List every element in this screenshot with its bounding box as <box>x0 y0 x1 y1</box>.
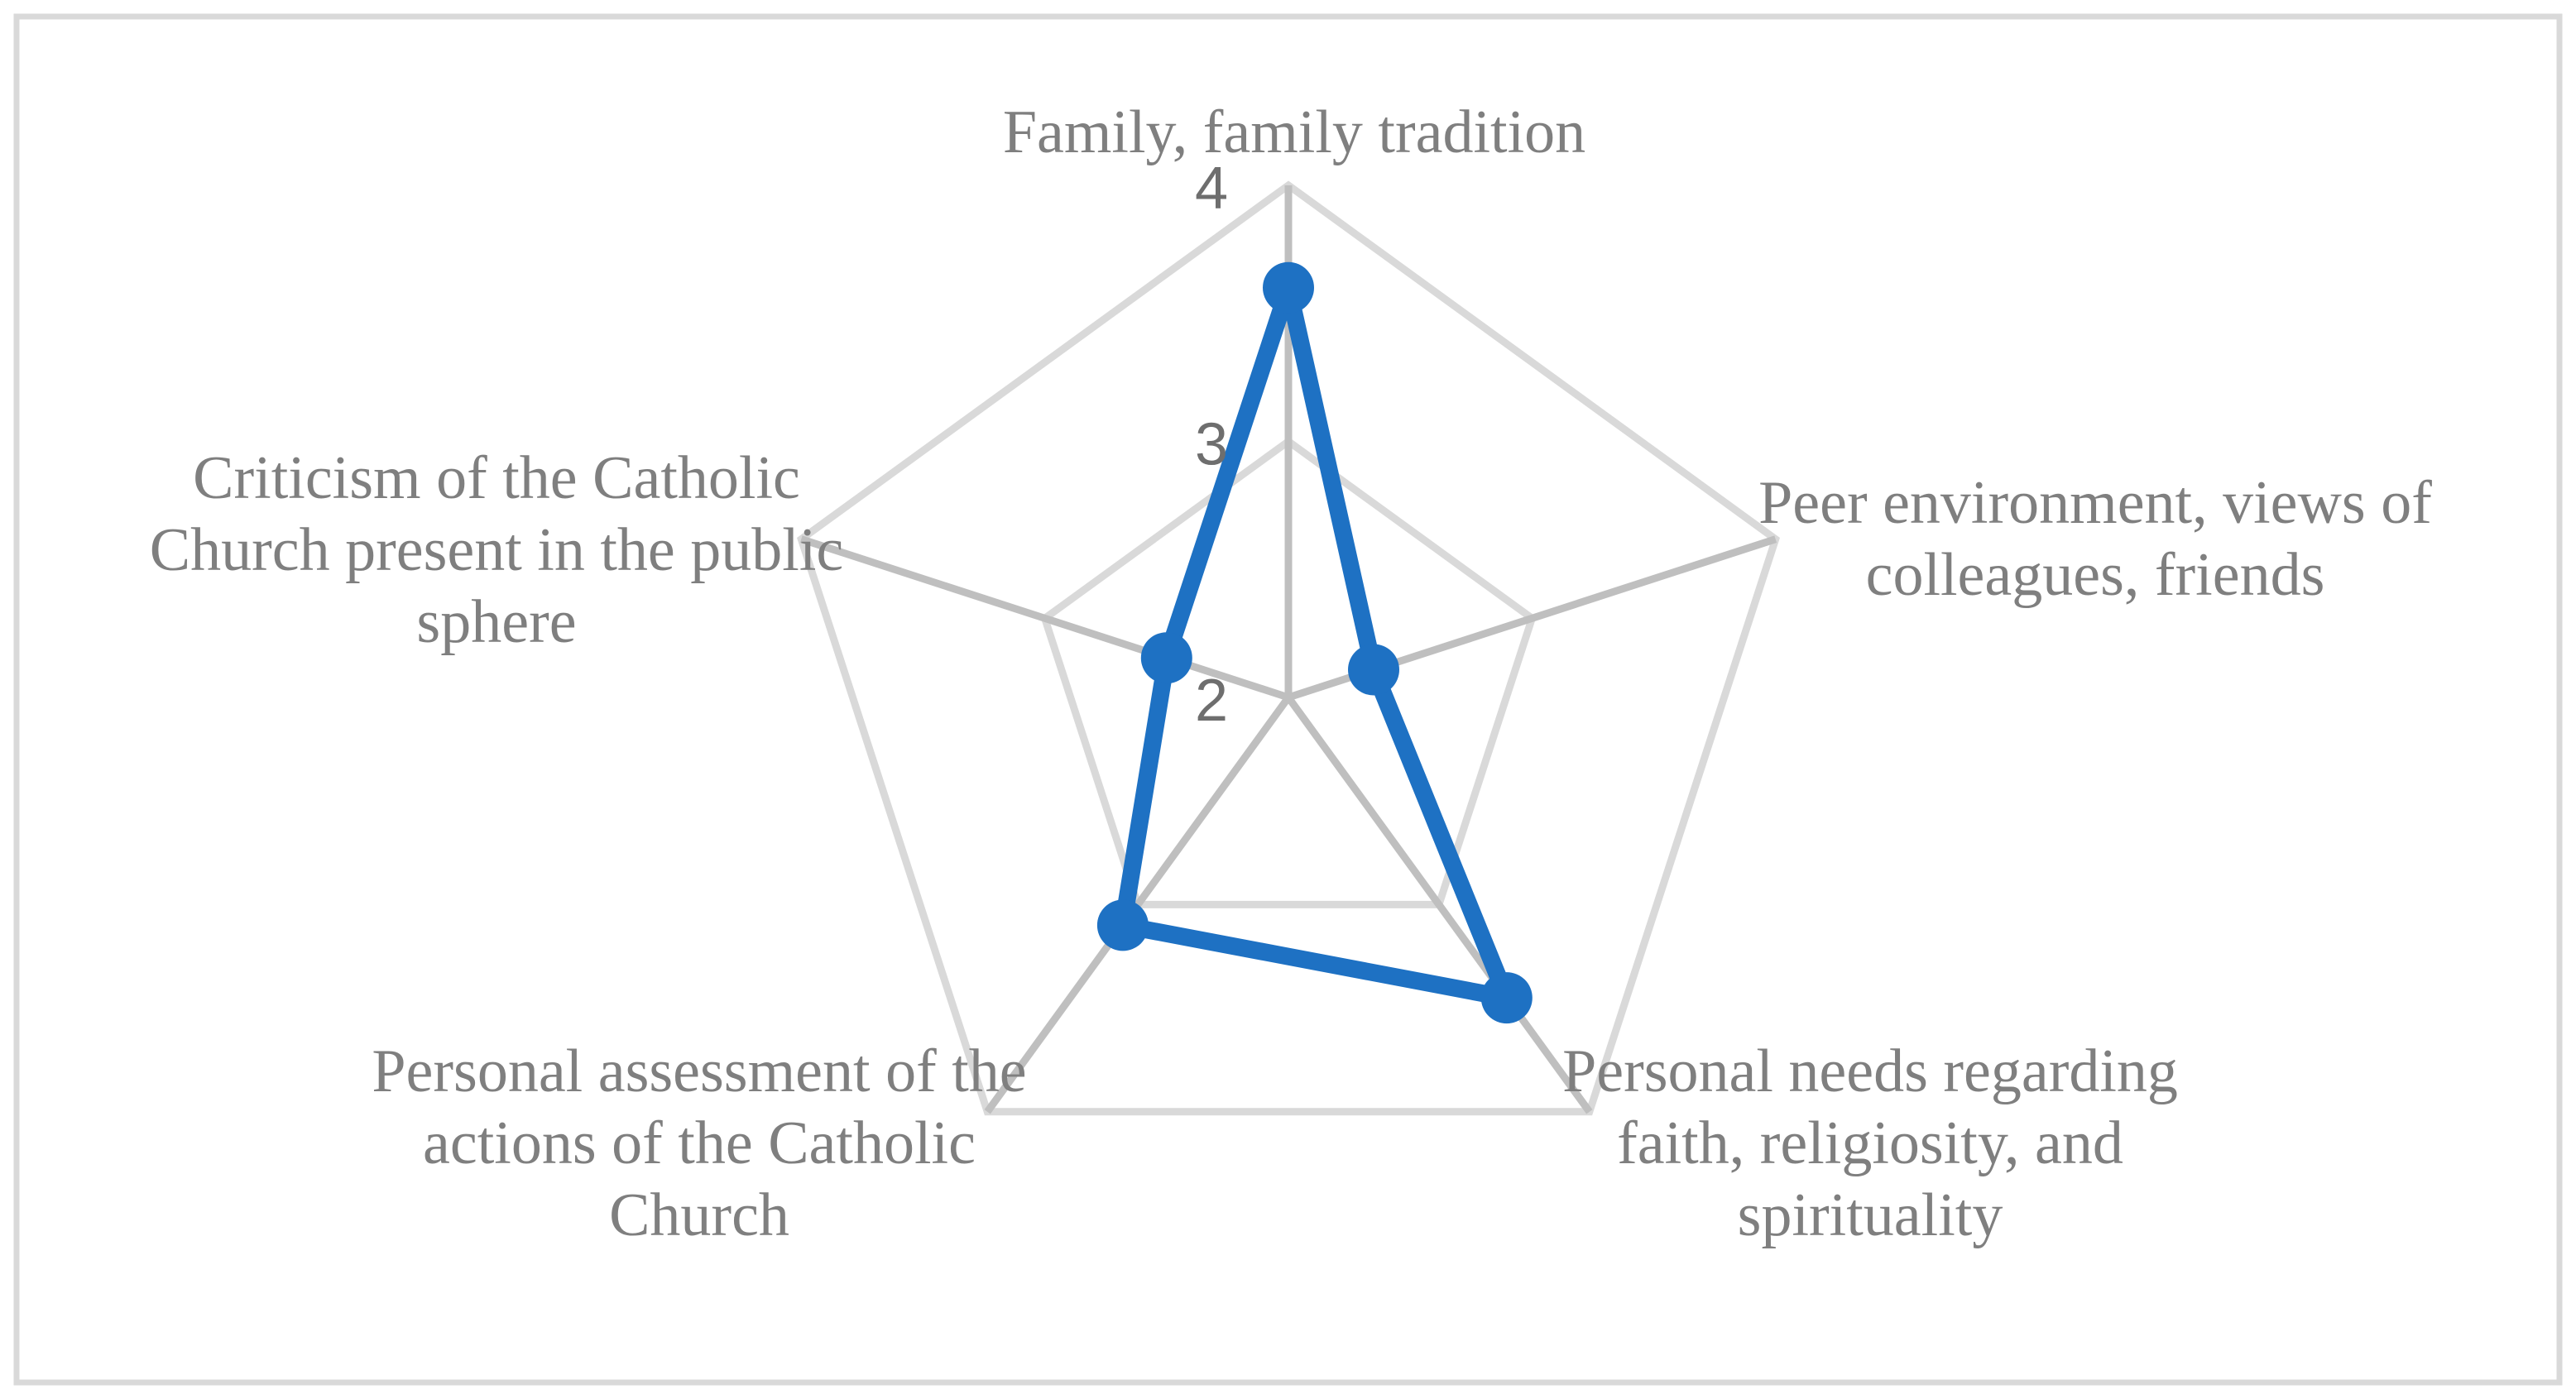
data-point-criticism-public-sphere <box>1140 632 1192 684</box>
category-label-line: spirituality <box>1738 1181 2003 1249</box>
tick-label-2: 2 <box>1195 668 1228 734</box>
category-label-line: Church present in the public <box>150 516 843 584</box>
data-point-personal-assessment <box>1096 899 1149 951</box>
tick-label-3: 3 <box>1195 412 1228 478</box>
category-label-line: Peer environment, views of <box>1758 469 2432 537</box>
tick-label-4: 4 <box>1195 156 1228 222</box>
category-label-line: colleagues, friends <box>1866 541 2325 609</box>
category-label-line: sphere <box>416 588 576 656</box>
figure-border <box>13 13 2563 1386</box>
category-label-line: Personal needs regarding <box>1562 1037 2178 1105</box>
axis-spoke-personal-needs <box>1285 695 1593 1114</box>
grid-ring-4 <box>797 180 1780 1116</box>
data-point-family-tradition <box>1263 261 1314 314</box>
data-point-personal-needs <box>1480 972 1533 1024</box>
category-label-family-tradition: Family, family tradition <box>1003 98 1585 166</box>
category-label-line: Church <box>609 1181 789 1249</box>
category-label-line: faith, religiosity, and <box>1617 1109 2123 1177</box>
axis-spoke-criticism-public-sphere <box>799 535 1290 702</box>
grid-ring-3 <box>1040 436 1537 908</box>
series-line <box>1114 279 1516 1007</box>
category-label-line: Family, family tradition <box>1003 98 1585 166</box>
category-label-line: Personal assessment of the <box>372 1037 1026 1105</box>
data-point-peer-environment <box>1348 644 1399 696</box>
category-label-line: Criticism of the Catholic <box>193 444 800 512</box>
category-label-line: actions of the Catholic <box>423 1109 976 1177</box>
